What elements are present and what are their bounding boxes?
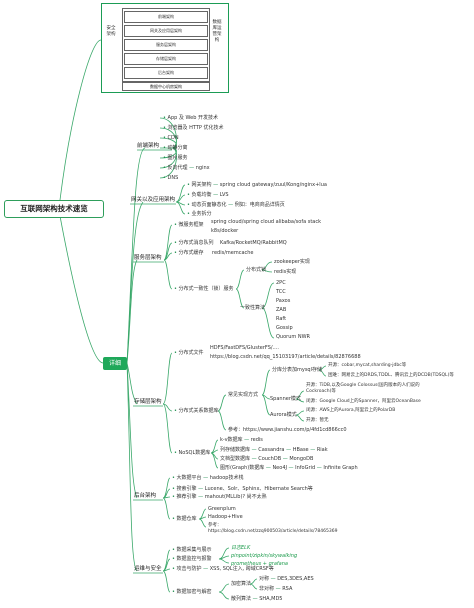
backend-rec: • 推荐引擎 — mahout(MLLib)? 尚不太熟 [172,494,267,500]
crypto-sym: 对称 — DES,3DES,AES [259,576,314,582]
service-cache-items: redis/memcache [212,250,254,256]
gateway-item: • 业务拆分 [187,211,212,217]
storage-fs: • 分布式文件 [174,350,204,356]
branch-detail-service [126,259,138,364]
arch-layer-service: 服务层架构 [124,39,208,51]
frontend-item: • 反向代理 — nginx [163,165,210,171]
frontend-item: • App 及 Web 开发技术 [163,115,218,121]
backend-dw: • 数据仓库 [172,516,197,522]
gateway-item: • 动态页面静态化 — 例如：电商商品详情页 [187,202,285,208]
ops-collect: • 数据采集与展示 [172,547,212,553]
service-dlock: 分布式锁 [246,267,267,273]
nosql-kv: k-v数据库 — redis [220,437,263,443]
topic-frontend[interactable]: 前端架构 [137,143,160,149]
frontend-item: • DNS [163,175,179,181]
service-mq: • 分布式消息队列 [174,240,214,246]
rdb-spanner: Spanner模式 [270,396,301,402]
service-consensus: 一致性算法 [240,305,266,311]
ops-monitor: • 数据监控与报警 [172,556,212,562]
service-microservice-item: spring cloud/spring cloud alibaba/sofa s… [211,219,322,225]
arch-layer-storage: 存储层架构 [124,53,208,65]
branch-root-arch [59,39,102,201]
storage-rdb: • 分布式关系数据库 [174,408,219,414]
aurora-open: 开源：暂无 [306,418,329,423]
branch-detail-backend [126,362,138,499]
arch-layer-backend: 后台架构 [124,67,208,79]
topic-service[interactable]: 服务层架构 [134,255,162,261]
detail-topic[interactable]: 详细 [103,357,127,370]
rdb-ref: 参考：https://www.jianshu.com/p/4fd1cd866cc… [228,427,347,433]
arch-layer-datacenter: 数据中心机房架构 [122,82,210,91]
spanner-open: 开源：TiDB,以及Google Colossus(国内版本的人们说的Cockr… [306,383,420,394]
service-cache: • 分布式缓存 [174,250,204,256]
service-dlock-item: redis实现 [274,269,297,275]
nosql-col: 列存储数据库 — Cassandra — HBase — Riak [220,447,328,453]
rdb-sharding-open: 开源：cobar,mycat,sharding-jdbc等 [328,363,407,368]
nosql-doc: 文档型数据库 — CouchDB — MongoDB [220,456,314,462]
frontend-item: • 动静分离 [163,145,188,151]
rdb-common: 常见实现方式 [228,392,259,398]
consensus-item: 2PC [276,280,286,286]
arch-inner-frame [122,8,210,82]
branch-detail-ops [126,362,138,572]
ops-sec: • 攻击与防护 — XSS, SQL注入, 跨域CRSF等 [172,566,274,572]
arch-left-label: 安全架构 [106,26,116,37]
dw-item: Greenplum [208,506,236,512]
storage-fs-item: https://blog.csdn.net/qq_15103197/articl… [210,354,361,360]
dw-item: 参考：https://blog.csdn.net/zzq900503/artic… [208,523,338,534]
monitor-item: 日志ELK [231,545,251,551]
gateway-item: • 负载均衡 — LVS [187,192,229,198]
crypto-enc: 加密算法 [231,581,252,587]
dw-item: Hadoop+Hive [208,514,243,520]
branch-detail-storage [126,362,138,405]
topic-storage[interactable]: 存储层架构 [134,399,162,405]
branch-root-detail [59,215,104,364]
rdb-aurora: Aurora模式 [270,412,297,418]
frontend-item: • 图片服务 [163,155,188,161]
ops-crypto: • 数据加密与解密 [172,589,212,595]
gateway-item: • 网关架构 — spring cloud gateway/zuul/Kong/… [187,182,327,188]
architecture-diagram: 安全架构 数据库运营架构 前端架构 网关及应用层架构 服务层架构 存储层架构 后… [101,3,229,93]
service-consistency: • 分布式一致性（锁）服务 [174,286,234,292]
storage-nosql: • NoSQL数据库 [174,450,211,456]
nosql-graph: 图形(Graph)数据库 — Neo4J — InfoGrid — Infini… [220,465,358,471]
service-mq-items: Kafka/RocketMQ/RabbitMQ [220,240,287,246]
arch-layer-frontend: 前端架构 [124,11,208,23]
service-microservice-item: k8s/docker [211,228,239,234]
service-microservice: • 微服务框架 [174,222,204,228]
storage-fs-item: HDFS/FastDFS/GlusterFS/.... [210,345,279,351]
frontend-item: • 浏览器及 HTTP 优化技术 [163,125,224,131]
rdb-sharding: 分库分表加mysql存储 [272,367,322,373]
aurora-diff: 闭源：AWS上的Aurora,阿里云上的PolarDB [306,408,396,413]
monitor-item: pinpoint/zipkin/skywalking [231,553,298,559]
arch-right-label: 数据库运营架构 [212,20,222,43]
topic-gateway[interactable]: 网关以及应用架构 [131,197,176,203]
arch-layer-gateway: 网关及应用层架构 [124,25,208,37]
consensus-item: ZAB [276,307,287,313]
consensus-item: Raft [276,316,287,322]
spanner-diff: 闭源：Google Cloud上的Spanner，阿里云OceanBase [306,399,421,404]
consensus-item: Paxos [276,298,291,304]
backend-bigdata: • 大数据平台 — hadoop技术栈 [172,475,244,481]
consensus-item: Gossip [276,325,293,331]
service-dlock-item: zookeeper实现 [274,259,310,265]
crypto-asym: 非对称 — RSA [259,586,293,592]
backend-search: • 搜索引擎 — Lucene、Solr、Sphinx、Hibernate Se… [172,486,313,492]
branch-detail-gateway [126,201,144,364]
topic-ops[interactable]: 运维与安全 [134,566,162,572]
root-topic[interactable]: 互联网架构技术速览 [4,200,104,218]
frontend-item: • CDN [163,135,179,141]
topic-backend[interactable]: 后台架构 [134,493,157,499]
crypto-hash: 散列算法 — SHA,MD5 [231,596,283,602]
consensus-item: Quorum NWR [276,334,311,340]
monitor-item: prometheus + grafana [231,561,288,567]
consensus-item: TCC [276,289,286,295]
rdb-sharding-diff: 困难：网易云上的DRDS,TDDL、腾讯云上的DCDB(TDSQL)等 [328,373,454,378]
